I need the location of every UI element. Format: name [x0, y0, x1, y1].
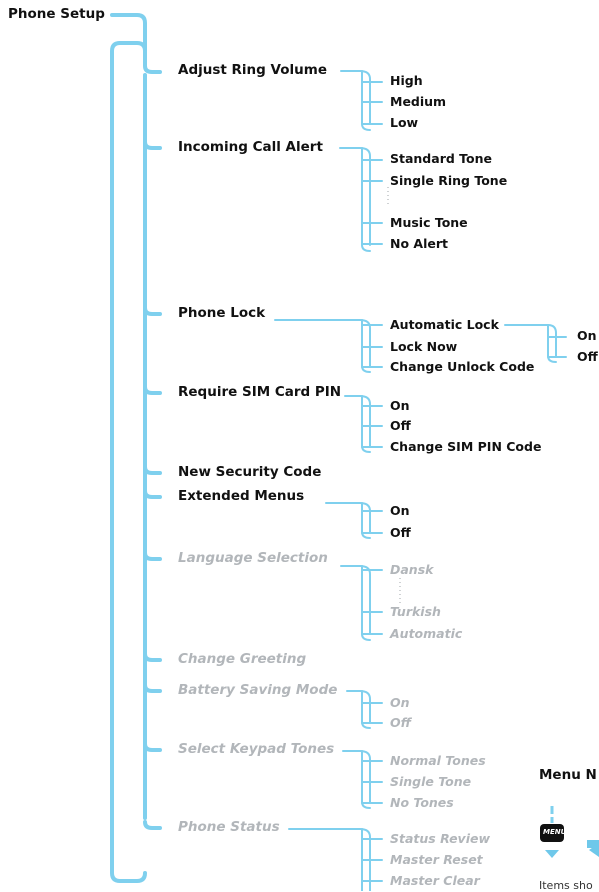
language-selection-label: Language Selection: [178, 550, 328, 566]
language-option-automatic: Automatic: [390, 626, 463, 641]
adjust-ring-volume-label: Adjust Ring Volume: [178, 62, 327, 78]
new-security-code-label: New Security Code: [178, 464, 322, 480]
require-sim-card-pin-label: Require SIM Card PIN: [178, 384, 342, 400]
sim-pin-option-off: Off: [390, 418, 411, 433]
menu-key-icon: [540, 806, 564, 858]
sim-pin-option-on: On: [390, 398, 410, 413]
extended-menus-option-off: Off: [390, 525, 411, 540]
ring-volume-option-low: Low: [390, 115, 419, 130]
call-alert-option-single-ring-tone: Single Ring Tone: [390, 173, 508, 188]
phone-status-option-master-reset: Master Reset: [390, 852, 483, 867]
battery-saving-option-on: On: [390, 695, 410, 710]
extended-menus-option-on: On: [390, 503, 410, 518]
phone-lock-option-automatic-lock: Automatic Lock: [390, 317, 499, 332]
call-alert-option-no-alert: No Alert: [390, 236, 448, 251]
battery-saving-option-off: Off: [390, 715, 412, 730]
phone-lock-option-change-unlock-code: Change Unlock Code: [390, 359, 535, 374]
menu-key-label: MENU: [543, 828, 567, 836]
incoming-call-alert-label: Incoming Call Alert: [178, 139, 323, 155]
phone-lock-label: Phone Lock: [178, 305, 266, 321]
extended-menus-label: Extended Menus: [178, 488, 305, 504]
phone-status-option-master-clear: Master Clear: [390, 873, 480, 888]
select-keypad-tones-label: Select Keypad Tones: [178, 741, 335, 757]
automatic-lock-option-on: On: [577, 328, 597, 343]
automatic-lock-option-off: Off: [577, 349, 598, 364]
call-alert-option-music-tone: Music Tone: [390, 215, 468, 230]
call-alert-option-standard-tone: Standard Tone: [390, 151, 492, 166]
language-option-dansk: Dansk: [390, 562, 434, 577]
ring-volume-option-high: High: [390, 73, 423, 88]
left-arrow-icon: [589, 843, 599, 857]
change-greeting-label: Change Greeting: [178, 651, 307, 667]
phone-setup-label: Phone Setup: [8, 6, 105, 22]
keypad-tones-option-no-tones: No Tones: [390, 795, 454, 810]
keypad-tones-option-single-tone: Single Tone: [390, 774, 472, 789]
sim-pin-option-change-sim-pin-code: Change SIM PIN Code: [390, 439, 542, 454]
ring-volume-option-medium: Medium: [390, 94, 447, 109]
battery-saving-mode-label: Battery Saving Mode: [178, 682, 338, 698]
phone-status-option-status-review: Status Review: [390, 831, 491, 846]
keypad-tones-option-normal-tones: Normal Tones: [390, 753, 486, 768]
legend-title: Menu N: [539, 767, 597, 783]
phone-lock-option-lock-now: Lock Now: [390, 339, 458, 354]
legend-note: Items sho: [539, 879, 593, 892]
language-option-turkish: Turkish: [390, 604, 441, 619]
phone-status-label: Phone Status: [178, 819, 280, 835]
